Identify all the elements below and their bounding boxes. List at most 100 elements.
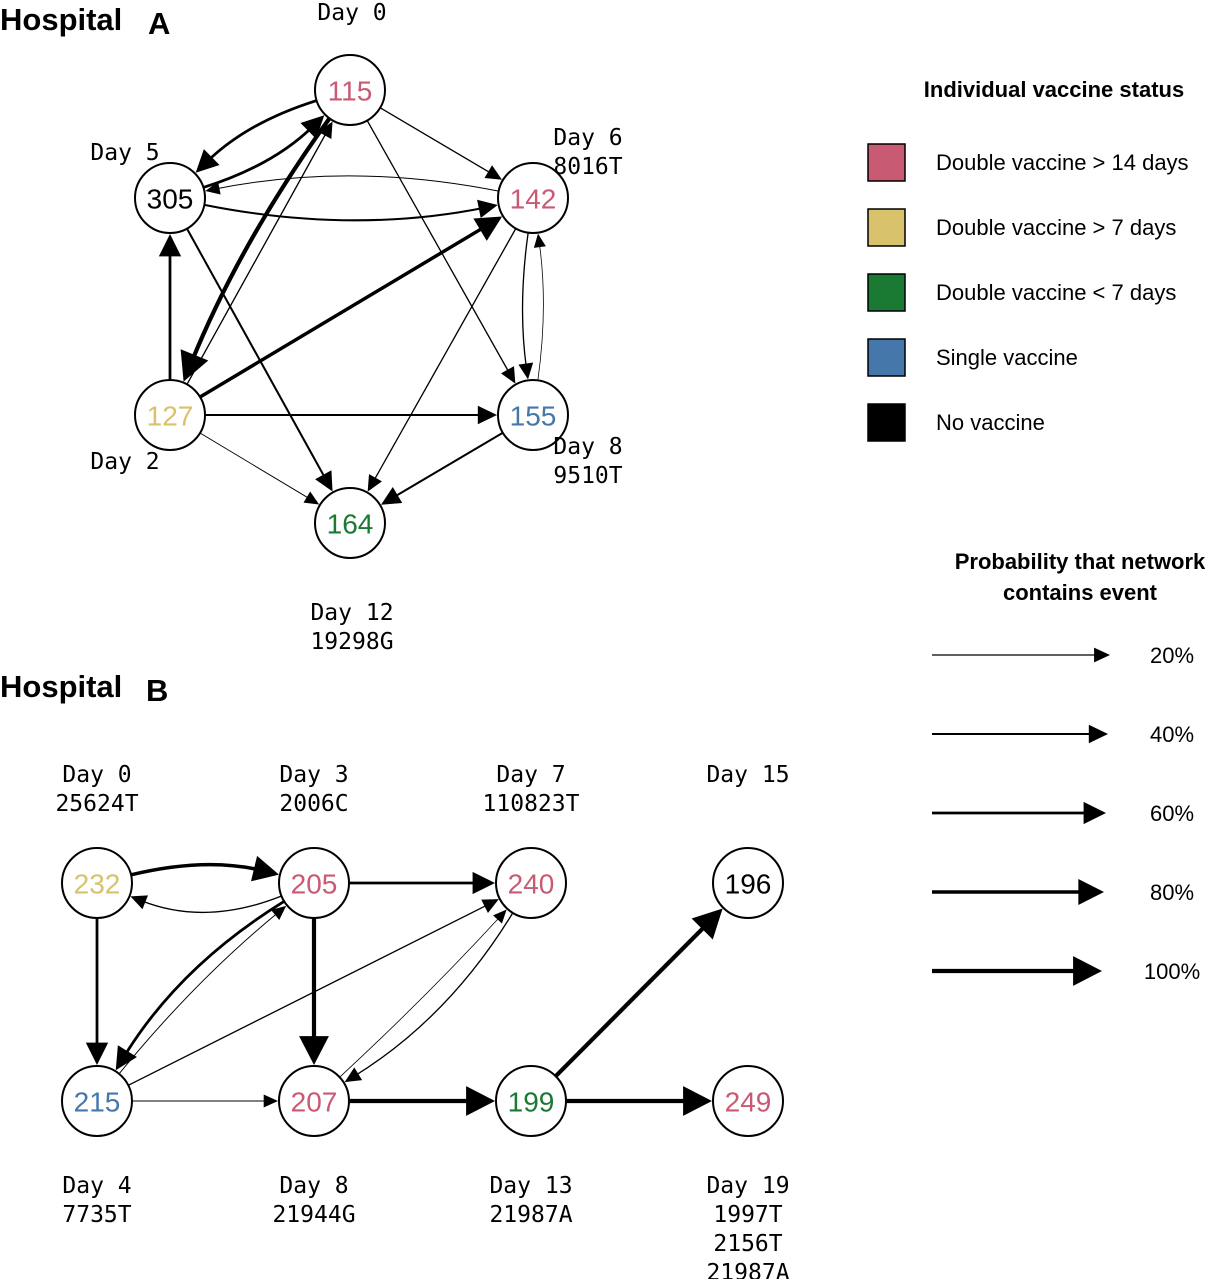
probability-legend: Probability that network contains event … [932, 549, 1206, 986]
node-id-label: 305 [147, 184, 194, 215]
node-circle [495, 1065, 567, 1137]
legend-prob-label: 40% [1150, 722, 1194, 747]
legend-swatch [867, 338, 906, 377]
node-circle [712, 847, 784, 919]
edge-205-240 [349, 871, 495, 895]
node-mutation-label: 21944G [272, 1202, 355, 1228]
node-day-label: Day 7 [496, 762, 565, 788]
hospital-a-title: Hospital A [0, 2, 170, 41]
edge-line [199, 432, 311, 500]
arrow-head [501, 366, 516, 384]
edge-215-205 [118, 905, 287, 1075]
edge-305-164 [186, 228, 333, 492]
legend-swatch [867, 143, 906, 182]
legend-prob-label: 60% [1150, 801, 1194, 826]
edge-line [186, 228, 327, 481]
node-id-label: 115 [328, 76, 373, 107]
node-mutation-label: 9510T [553, 463, 622, 489]
node-mutation-label: 25624T [55, 791, 138, 817]
edge-155-164 [381, 431, 504, 505]
node-id-label: 232 [74, 869, 121, 900]
node-day-label: Day 3 [279, 762, 348, 788]
edge-305-142 [204, 199, 498, 222]
edge-205-215 [115, 900, 285, 1071]
edge-line [127, 903, 490, 1086]
edge-line [554, 921, 710, 1078]
vaccine-status-legend-title: Individual vaccine status [924, 77, 1184, 102]
node-day-label: Day 12 [310, 600, 393, 626]
arrow-head [381, 486, 403, 505]
legend-arrow-head [1073, 956, 1102, 986]
legend-swatch [867, 403, 906, 442]
node-id-label: 240 [508, 869, 555, 900]
hospital-a-title-letter: A [148, 6, 170, 41]
edge-232-205 [130, 855, 279, 882]
edge-line [122, 900, 285, 1058]
legend-item-single: Single vaccine [867, 338, 1078, 377]
arrow-head [299, 1036, 329, 1065]
legend-arrow-head [1094, 647, 1110, 663]
edge-line [204, 203, 485, 222]
hospital-b-title: Hospital B [0, 669, 168, 708]
node-day-label: Day 13 [489, 1173, 572, 1199]
node-day-label: Day 8 [553, 434, 622, 460]
node-mutation-label: 7735T [62, 1202, 131, 1228]
node-circle [712, 1065, 784, 1137]
edge-127-155 [205, 405, 497, 425]
edge-line [353, 912, 514, 1077]
probability-legend-title-line1: Probability that network [955, 549, 1206, 574]
arrow-head [518, 362, 534, 380]
node-circle [497, 379, 569, 451]
hospital-b-title-main: Hospital [0, 669, 122, 704]
legend-item-none: No vaccine [867, 403, 1045, 442]
legend-item-double_gt7: Double vaccine > 7 days [867, 208, 1176, 247]
edge-line [537, 242, 544, 381]
node-mutation-label: 21987A [489, 1202, 572, 1228]
arrow-head [315, 470, 333, 492]
arrow-head [477, 199, 498, 218]
edge-115-127 [180, 117, 332, 382]
legend-label: Double vaccine > 7 days [936, 215, 1176, 240]
edge-115-155 [366, 120, 516, 384]
arrow-head [691, 908, 723, 940]
vaccine-status-legend: Individual vaccine status Double vaccine… [867, 77, 1189, 442]
legend-label: Double vaccine > 14 days [936, 150, 1189, 175]
edge-line [379, 107, 493, 175]
node-id-label: 127 [147, 401, 194, 432]
arrow-head [303, 491, 320, 505]
edge-line [199, 224, 488, 399]
node-day-label: Day 2 [90, 449, 159, 475]
edge-127-164 [199, 432, 320, 505]
edge-line [521, 232, 529, 369]
edge-240-207 [344, 912, 514, 1083]
arrow-head [158, 234, 182, 257]
legend-label: Double vaccine < 7 days [936, 280, 1176, 305]
edges [85, 855, 723, 1116]
arrow-head [493, 909, 507, 924]
node-day-label: Day 0 [317, 0, 386, 26]
node-id-label: 142 [510, 184, 557, 215]
arrow-head [344, 1067, 363, 1083]
arrow-head [533, 233, 546, 248]
node-day-label: Day 15 [706, 762, 789, 788]
edge-line [202, 125, 315, 189]
node-id-label: 199 [508, 1087, 555, 1118]
patient-node-115: 115 Day 0 [314, 0, 387, 126]
arrow-head [85, 1042, 109, 1065]
edge-207-199 [349, 1086, 495, 1116]
node-circle [495, 847, 567, 919]
edge-line [366, 120, 511, 375]
node-circle [134, 162, 206, 234]
edge-305-115 [202, 115, 325, 189]
edge-232-215 [85, 917, 109, 1065]
edge-line [140, 895, 282, 914]
